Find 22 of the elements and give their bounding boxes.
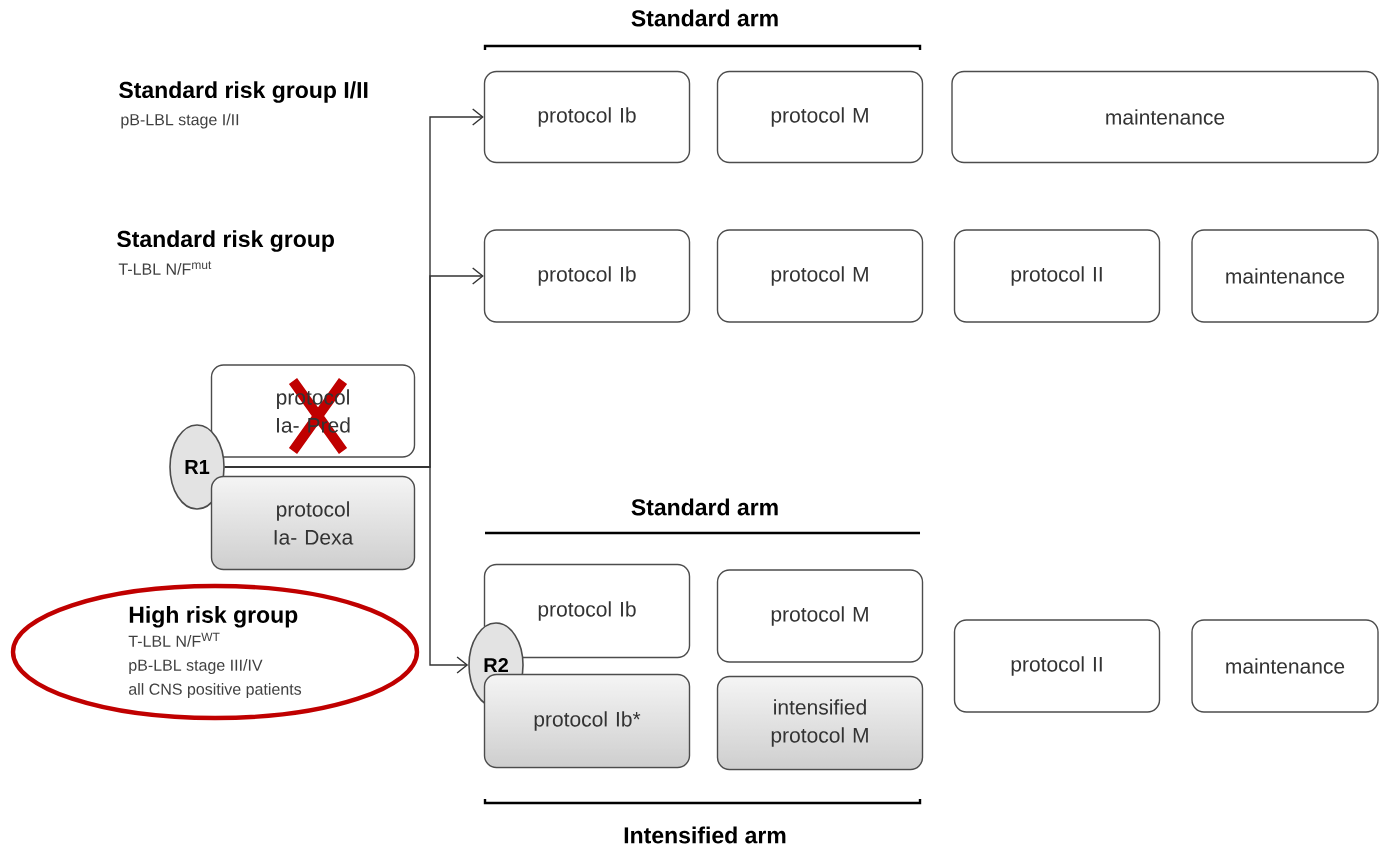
process-box: protocol Ia- Dexa bbox=[210, 475, 416, 571]
process-box: protocol Ib* bbox=[483, 673, 691, 769]
process-box: maintenance bbox=[951, 70, 1379, 164]
process-box: protocol II bbox=[953, 229, 1161, 323]
group-heading: Standard arm bbox=[631, 9, 778, 27]
process-box: protocol M bbox=[716, 569, 924, 663]
process-box: protocol M bbox=[716, 229, 924, 323]
process-box: intensified protocol M bbox=[716, 675, 924, 771]
process-box: protocol M bbox=[716, 70, 924, 164]
process-box: maintenance bbox=[1191, 229, 1379, 323]
group-heading: Standard arm bbox=[631, 498, 778, 516]
process-box: maintenance bbox=[1191, 619, 1379, 713]
group-subtext: T-LBL N/F$^{mut}$ bbox=[118, 261, 212, 275]
group-heading: Standard risk group bbox=[117, 230, 334, 252]
process-box: protocol Ib bbox=[483, 229, 691, 323]
process-box: protocol II bbox=[953, 619, 1161, 713]
process-box: protocol Ib bbox=[483, 563, 691, 659]
group-heading: Intensified arm bbox=[624, 826, 786, 844]
group-subtext: pB-LBL stage I/II bbox=[121, 113, 239, 129]
process-box: protocol Ib bbox=[483, 70, 691, 164]
group-heading: Standard risk group I/II bbox=[119, 81, 368, 103]
arrow bbox=[224, 466, 469, 674]
